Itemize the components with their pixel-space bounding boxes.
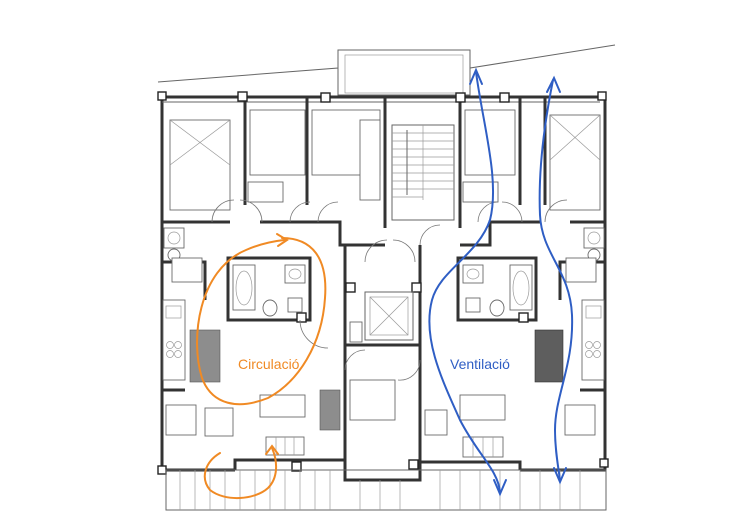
ventilation-arrows [428,67,574,497]
circulation-exit-arrow [203,447,278,500]
roof-outline [157,44,616,96]
bathrooms [163,227,605,317]
circulation-arrows [196,233,327,500]
interior-walls [162,97,605,470]
doors [211,199,568,381]
terrace [165,469,607,511]
circulation-label: Circulació [238,356,300,372]
ventilation-label: Ventilació [450,356,510,372]
kitchens [162,299,605,383]
circulation-arrowhead [276,233,289,247]
ventilation-arrow-1 [428,71,501,493]
circulation-loop-arrow [196,237,327,406]
ventilation-arrow-2 [538,79,574,481]
wardrobes [247,119,499,203]
living-furniture [165,379,596,458]
columns [157,91,609,475]
elevator [349,291,414,343]
staircase [391,124,455,221]
circulation-exit-arrowhead [265,444,279,455]
